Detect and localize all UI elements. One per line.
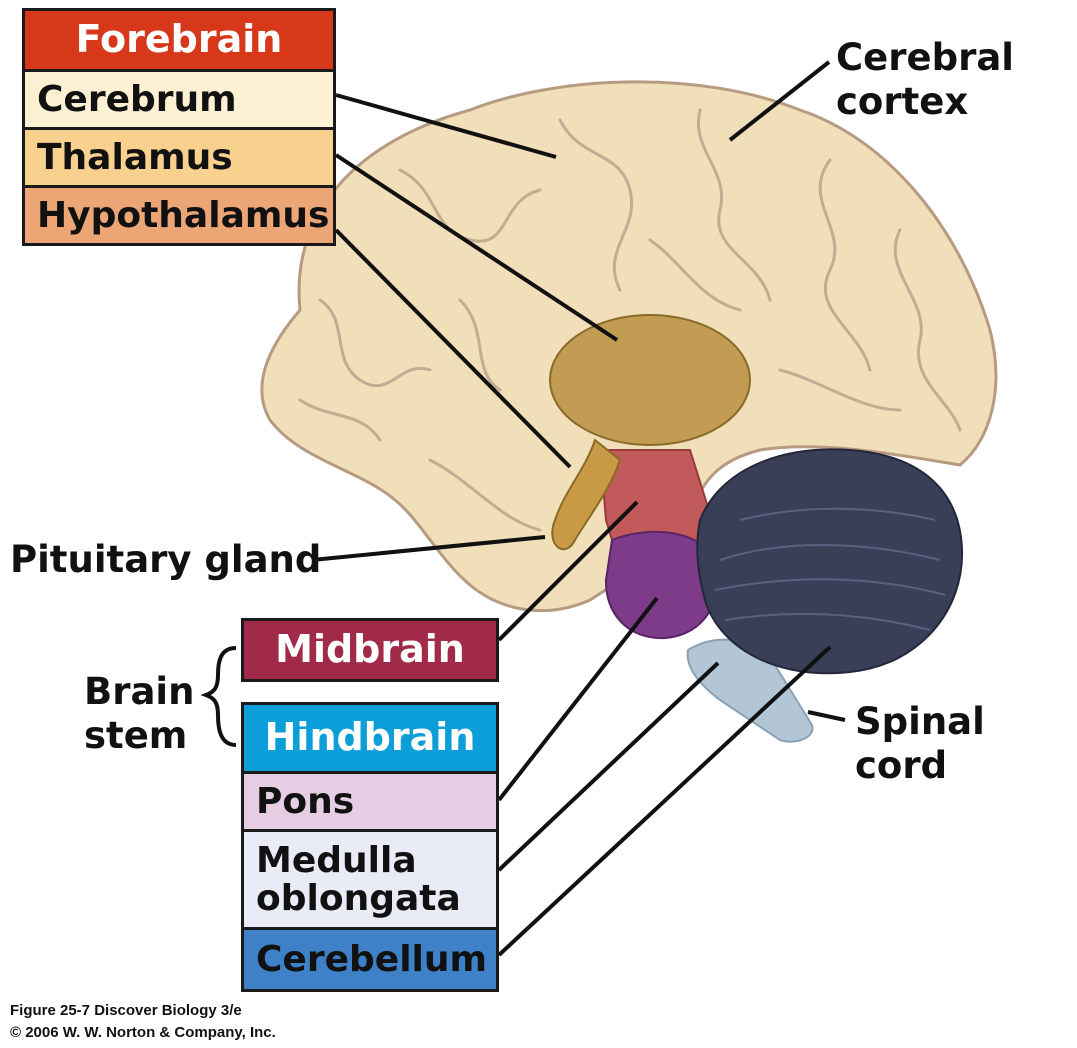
leader-lines xyxy=(311,60,846,957)
cortex-folds xyxy=(298,108,962,532)
midbrain-table: Midbrain xyxy=(241,618,499,682)
pons-region xyxy=(604,530,719,640)
copyright-line: © 2006 W. W. Norton & Company, Inc. xyxy=(10,1024,276,1041)
spinal-cord-label: Spinal cord xyxy=(855,700,985,787)
cerebral-cortex-label: Cerebral cortex xyxy=(836,36,1014,123)
hindbrain-table: Hindbrain Pons Medulla oblongata Cerebel… xyxy=(241,702,499,992)
pituitary-region xyxy=(551,438,622,551)
brain-stem-brace xyxy=(200,646,237,747)
pons-label: Pons xyxy=(244,771,496,829)
thalamus-region xyxy=(549,314,751,446)
forebrain-header: Forebrain xyxy=(25,11,333,69)
figure-caption: Figure 25-7 Discover Biology 3/e xyxy=(10,1002,242,1019)
hindbrain-header: Hindbrain xyxy=(244,705,496,771)
pituitary-gland-label: Pituitary gland xyxy=(10,538,322,581)
cerebellum-label: Cerebellum xyxy=(244,927,496,989)
cerebellum-region xyxy=(696,448,964,675)
cerebrum-label: Cerebrum xyxy=(25,69,333,127)
cerebellum-folia xyxy=(714,507,946,631)
thalamus-label: Thalamus xyxy=(25,127,333,185)
midbrain-header: Midbrain xyxy=(275,627,465,672)
hypothalamus-label: Hypothalamus xyxy=(25,185,333,243)
forebrain-table: Forebrain Cerebrum Thalamus Hypothalamus xyxy=(22,8,336,246)
brain-stem-label: Brain stem xyxy=(84,670,195,757)
medulla-oblongata-label: Medulla oblongata xyxy=(244,829,496,927)
